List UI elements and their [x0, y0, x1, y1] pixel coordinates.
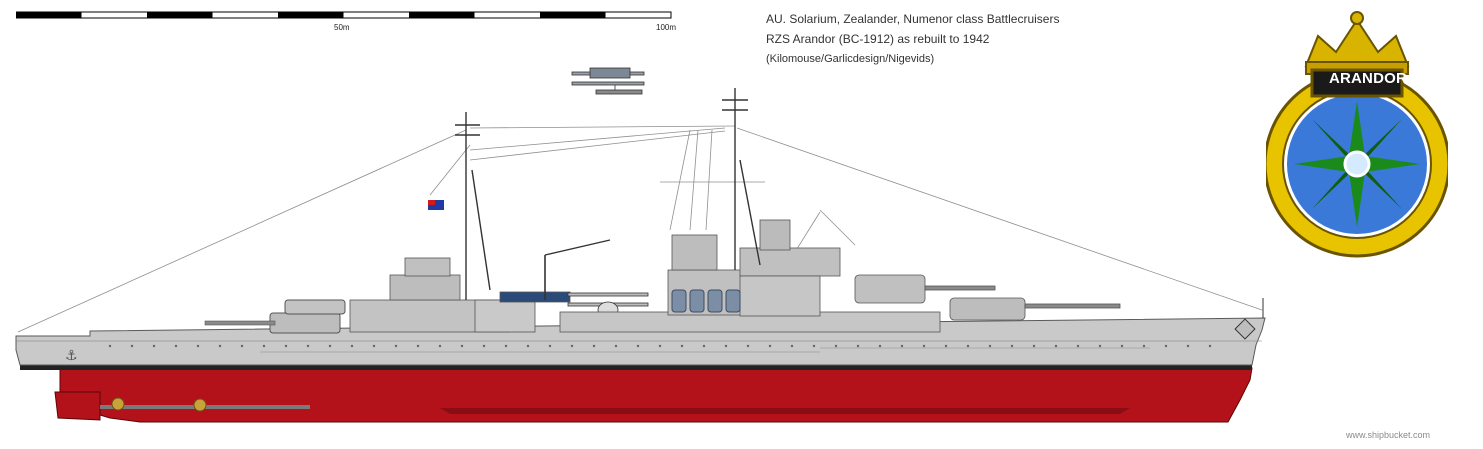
hangar-doors	[671, 289, 741, 313]
porthole	[636, 344, 640, 348]
porthole	[504, 344, 508, 348]
porthole	[416, 344, 420, 348]
porthole	[812, 344, 816, 348]
porthole	[152, 344, 156, 348]
ensign-flag	[428, 200, 444, 210]
porthole	[790, 344, 794, 348]
naval-crown-icon	[1304, 11, 1410, 75]
porthole	[614, 344, 618, 348]
porthole	[1164, 344, 1168, 348]
scale-mid-label: 50m	[334, 23, 350, 32]
porthole	[328, 344, 332, 348]
porthole	[1010, 344, 1014, 348]
porthole	[526, 344, 530, 348]
porthole	[284, 344, 288, 348]
turret-x	[854, 274, 996, 304]
turret-b	[284, 299, 346, 315]
porthole	[702, 344, 706, 348]
porthole	[372, 344, 376, 348]
scale-end-label: 100m	[656, 23, 677, 32]
propeller-icon	[111, 397, 125, 411]
stern-emblem	[1234, 318, 1256, 340]
scale-bar-graphic	[15, 11, 672, 19]
portholes	[108, 344, 1212, 348]
porthole	[922, 344, 926, 348]
title-line-ship: RZS Arandor (BC-1912) as rebuilt to 1942	[766, 32, 990, 46]
scale-block	[147, 12, 213, 18]
scale-bar: 50m 100m	[15, 8, 677, 38]
porthole	[878, 344, 882, 348]
porthole	[988, 344, 992, 348]
porthole	[1076, 344, 1080, 348]
forward-mast	[455, 112, 491, 300]
porthole	[174, 344, 178, 348]
compass-star-icon	[1294, 101, 1420, 227]
watermark: www.shipbucket.com	[1346, 430, 1431, 440]
porthole	[394, 344, 398, 348]
credit-line: (Kilomouse/Garlicdesign/Nigevids)	[766, 53, 935, 65]
porthole	[592, 344, 596, 348]
porthole	[1032, 344, 1036, 348]
ship-badge	[1266, 11, 1448, 258]
porthole	[746, 344, 750, 348]
porthole	[1208, 344, 1212, 348]
porthole	[218, 344, 222, 348]
porthole	[1054, 344, 1058, 348]
scale-block	[16, 12, 82, 18]
porthole	[680, 344, 684, 348]
porthole	[460, 344, 464, 348]
badge-name-scroll	[1310, 68, 1404, 98]
boot-topping	[20, 365, 1252, 370]
porthole	[768, 344, 772, 348]
porthole	[570, 344, 574, 348]
porthole	[1142, 344, 1146, 348]
porthole	[438, 344, 442, 348]
porthole	[482, 344, 486, 348]
porthole	[130, 344, 134, 348]
turret-y	[949, 297, 1121, 321]
porthole	[240, 344, 244, 348]
porthole	[350, 344, 354, 348]
rigging-lines	[17, 125, 1263, 333]
badge-name-label: ARANDOR	[1328, 70, 1408, 87]
porthole	[900, 344, 904, 348]
hull-keel-shadow	[440, 408, 1130, 414]
porthole	[856, 344, 860, 348]
title-block: AU. Solarium, Zealander, Numenor class B…	[766, 9, 1059, 69]
anchor-icon: ⚓	[65, 348, 78, 364]
title-line-class: AU. Solarium, Zealander, Numenor class B…	[766, 12, 1060, 26]
porthole	[1186, 344, 1190, 348]
scale-block	[540, 12, 606, 18]
porthole	[724, 344, 728, 348]
porthole	[262, 344, 266, 348]
main-mast	[722, 88, 761, 270]
porthole	[196, 344, 200, 348]
flying-seaplane	[571, 67, 645, 95]
porthole	[108, 344, 112, 348]
scale-block	[409, 12, 475, 18]
porthole	[658, 344, 662, 348]
porthole	[306, 344, 310, 348]
propeller-icon	[193, 398, 207, 412]
porthole	[944, 344, 948, 348]
boat-deck	[499, 239, 611, 303]
porthole	[1098, 344, 1102, 348]
scale-block	[278, 12, 344, 18]
porthole	[548, 344, 552, 348]
stern-gear	[54, 391, 310, 421]
porthole	[834, 344, 838, 348]
porthole	[1120, 344, 1124, 348]
boat	[499, 291, 571, 303]
forward-superstructure	[349, 257, 536, 333]
porthole	[966, 344, 970, 348]
scale-bar-blocks	[16, 12, 606, 18]
